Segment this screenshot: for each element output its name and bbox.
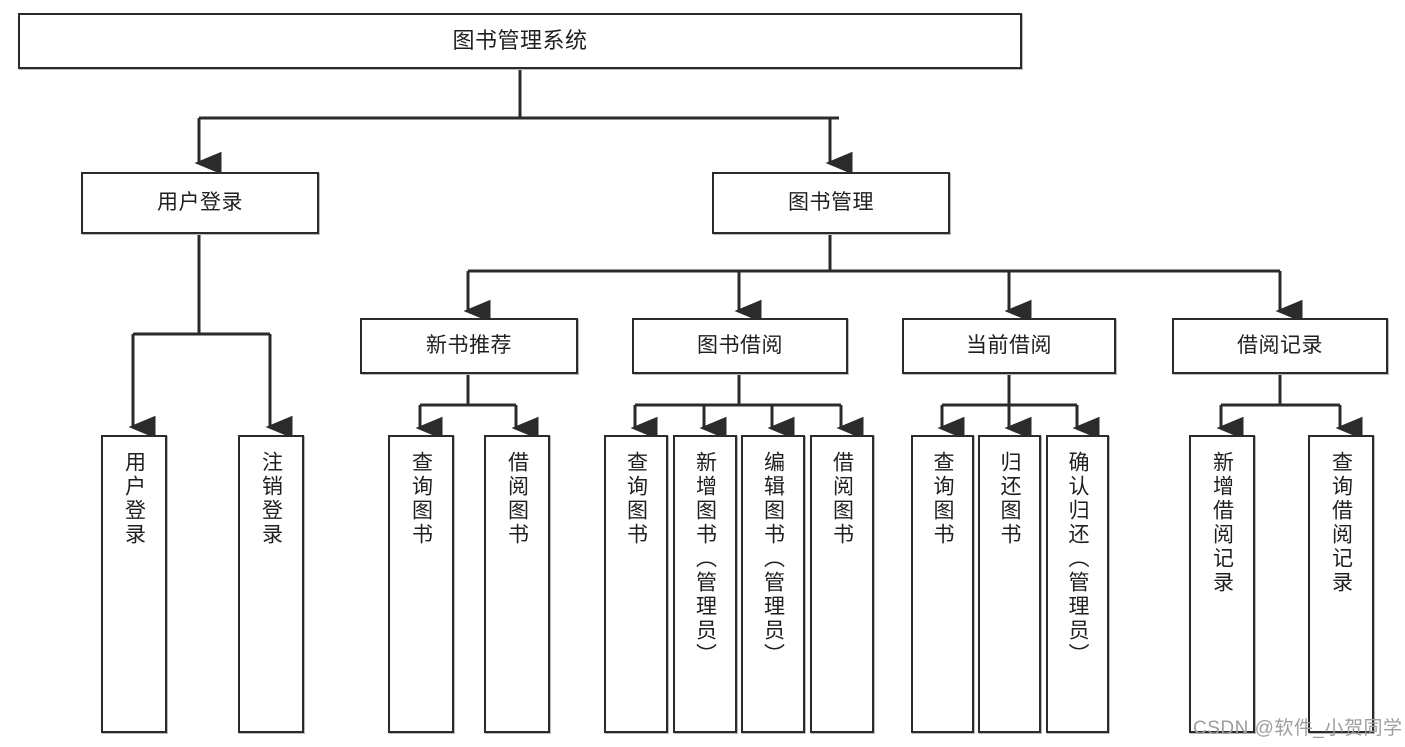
- node-label: 图书管理: [788, 190, 874, 214]
- node-borrow-records[interactable]: 借阅记录: [1172, 318, 1388, 374]
- node-book-borrow[interactable]: 图书借阅: [632, 318, 848, 374]
- node-label: 借阅图书: [830, 451, 854, 547]
- csdn-watermark: CSDN @软件_小贺同学: [1193, 718, 1403, 739]
- leaf-borrow-book-newbook[interactable]: 借阅图书: [484, 435, 550, 733]
- node-label: 图书管理系统: [452, 28, 588, 54]
- node-new-book-recommend[interactable]: 新书推荐: [360, 318, 578, 374]
- node-label: 新增借阅记录: [1210, 451, 1234, 595]
- node-label: 新书推荐: [426, 333, 512, 357]
- node-book-management[interactable]: 图书管理: [712, 172, 950, 234]
- leaf-query-book-newbook[interactable]: 查询图书: [388, 435, 454, 733]
- node-label: 编辑图书（管理员）: [761, 451, 785, 667]
- node-label: 用户登录: [122, 451, 146, 547]
- leaf-query-book-borrow[interactable]: 查询图书: [604, 435, 668, 733]
- leaf-query-borrow-record[interactable]: 查询借阅记录: [1308, 435, 1374, 733]
- node-label: 查询图书: [409, 451, 433, 547]
- leaf-borrow-book[interactable]: 借阅图书: [810, 435, 874, 733]
- leaf-query-book-current[interactable]: 查询图书: [911, 435, 974, 733]
- leaf-add-borrow-record[interactable]: 新增借阅记录: [1189, 435, 1255, 733]
- node-label: 当前借阅: [966, 333, 1052, 357]
- leaf-edit-book-admin[interactable]: 编辑图书（管理员）: [741, 435, 805, 733]
- leaf-logout[interactable]: 注销登录: [238, 435, 304, 733]
- node-label: 归还图书: [998, 451, 1021, 547]
- node-label: 借阅图书: [505, 451, 529, 547]
- leaf-return-book[interactable]: 归还图书: [978, 435, 1041, 733]
- node-label: 用户登录: [157, 190, 243, 214]
- node-label: 借阅记录: [1237, 333, 1323, 357]
- node-label: 确认归还（管理员）: [1066, 451, 1089, 667]
- node-current-borrow[interactable]: 当前借阅: [902, 318, 1116, 374]
- node-label: 查询借阅记录: [1329, 451, 1353, 595]
- leaf-confirm-return-admin[interactable]: 确认归还（管理员）: [1046, 435, 1109, 733]
- leaf-add-book-admin[interactable]: 新增图书（管理员）: [673, 435, 737, 733]
- node-user-login[interactable]: 用户登录: [81, 172, 319, 234]
- node-label: 查询图书: [624, 451, 648, 547]
- node-label: 查询图书: [931, 451, 954, 547]
- node-label: 图书借阅: [697, 333, 783, 357]
- node-label: 新增图书（管理员）: [693, 451, 717, 667]
- leaf-user-login[interactable]: 用户登录: [101, 435, 167, 733]
- node-root[interactable]: 图书管理系统: [18, 13, 1022, 69]
- node-label: 注销登录: [259, 451, 283, 547]
